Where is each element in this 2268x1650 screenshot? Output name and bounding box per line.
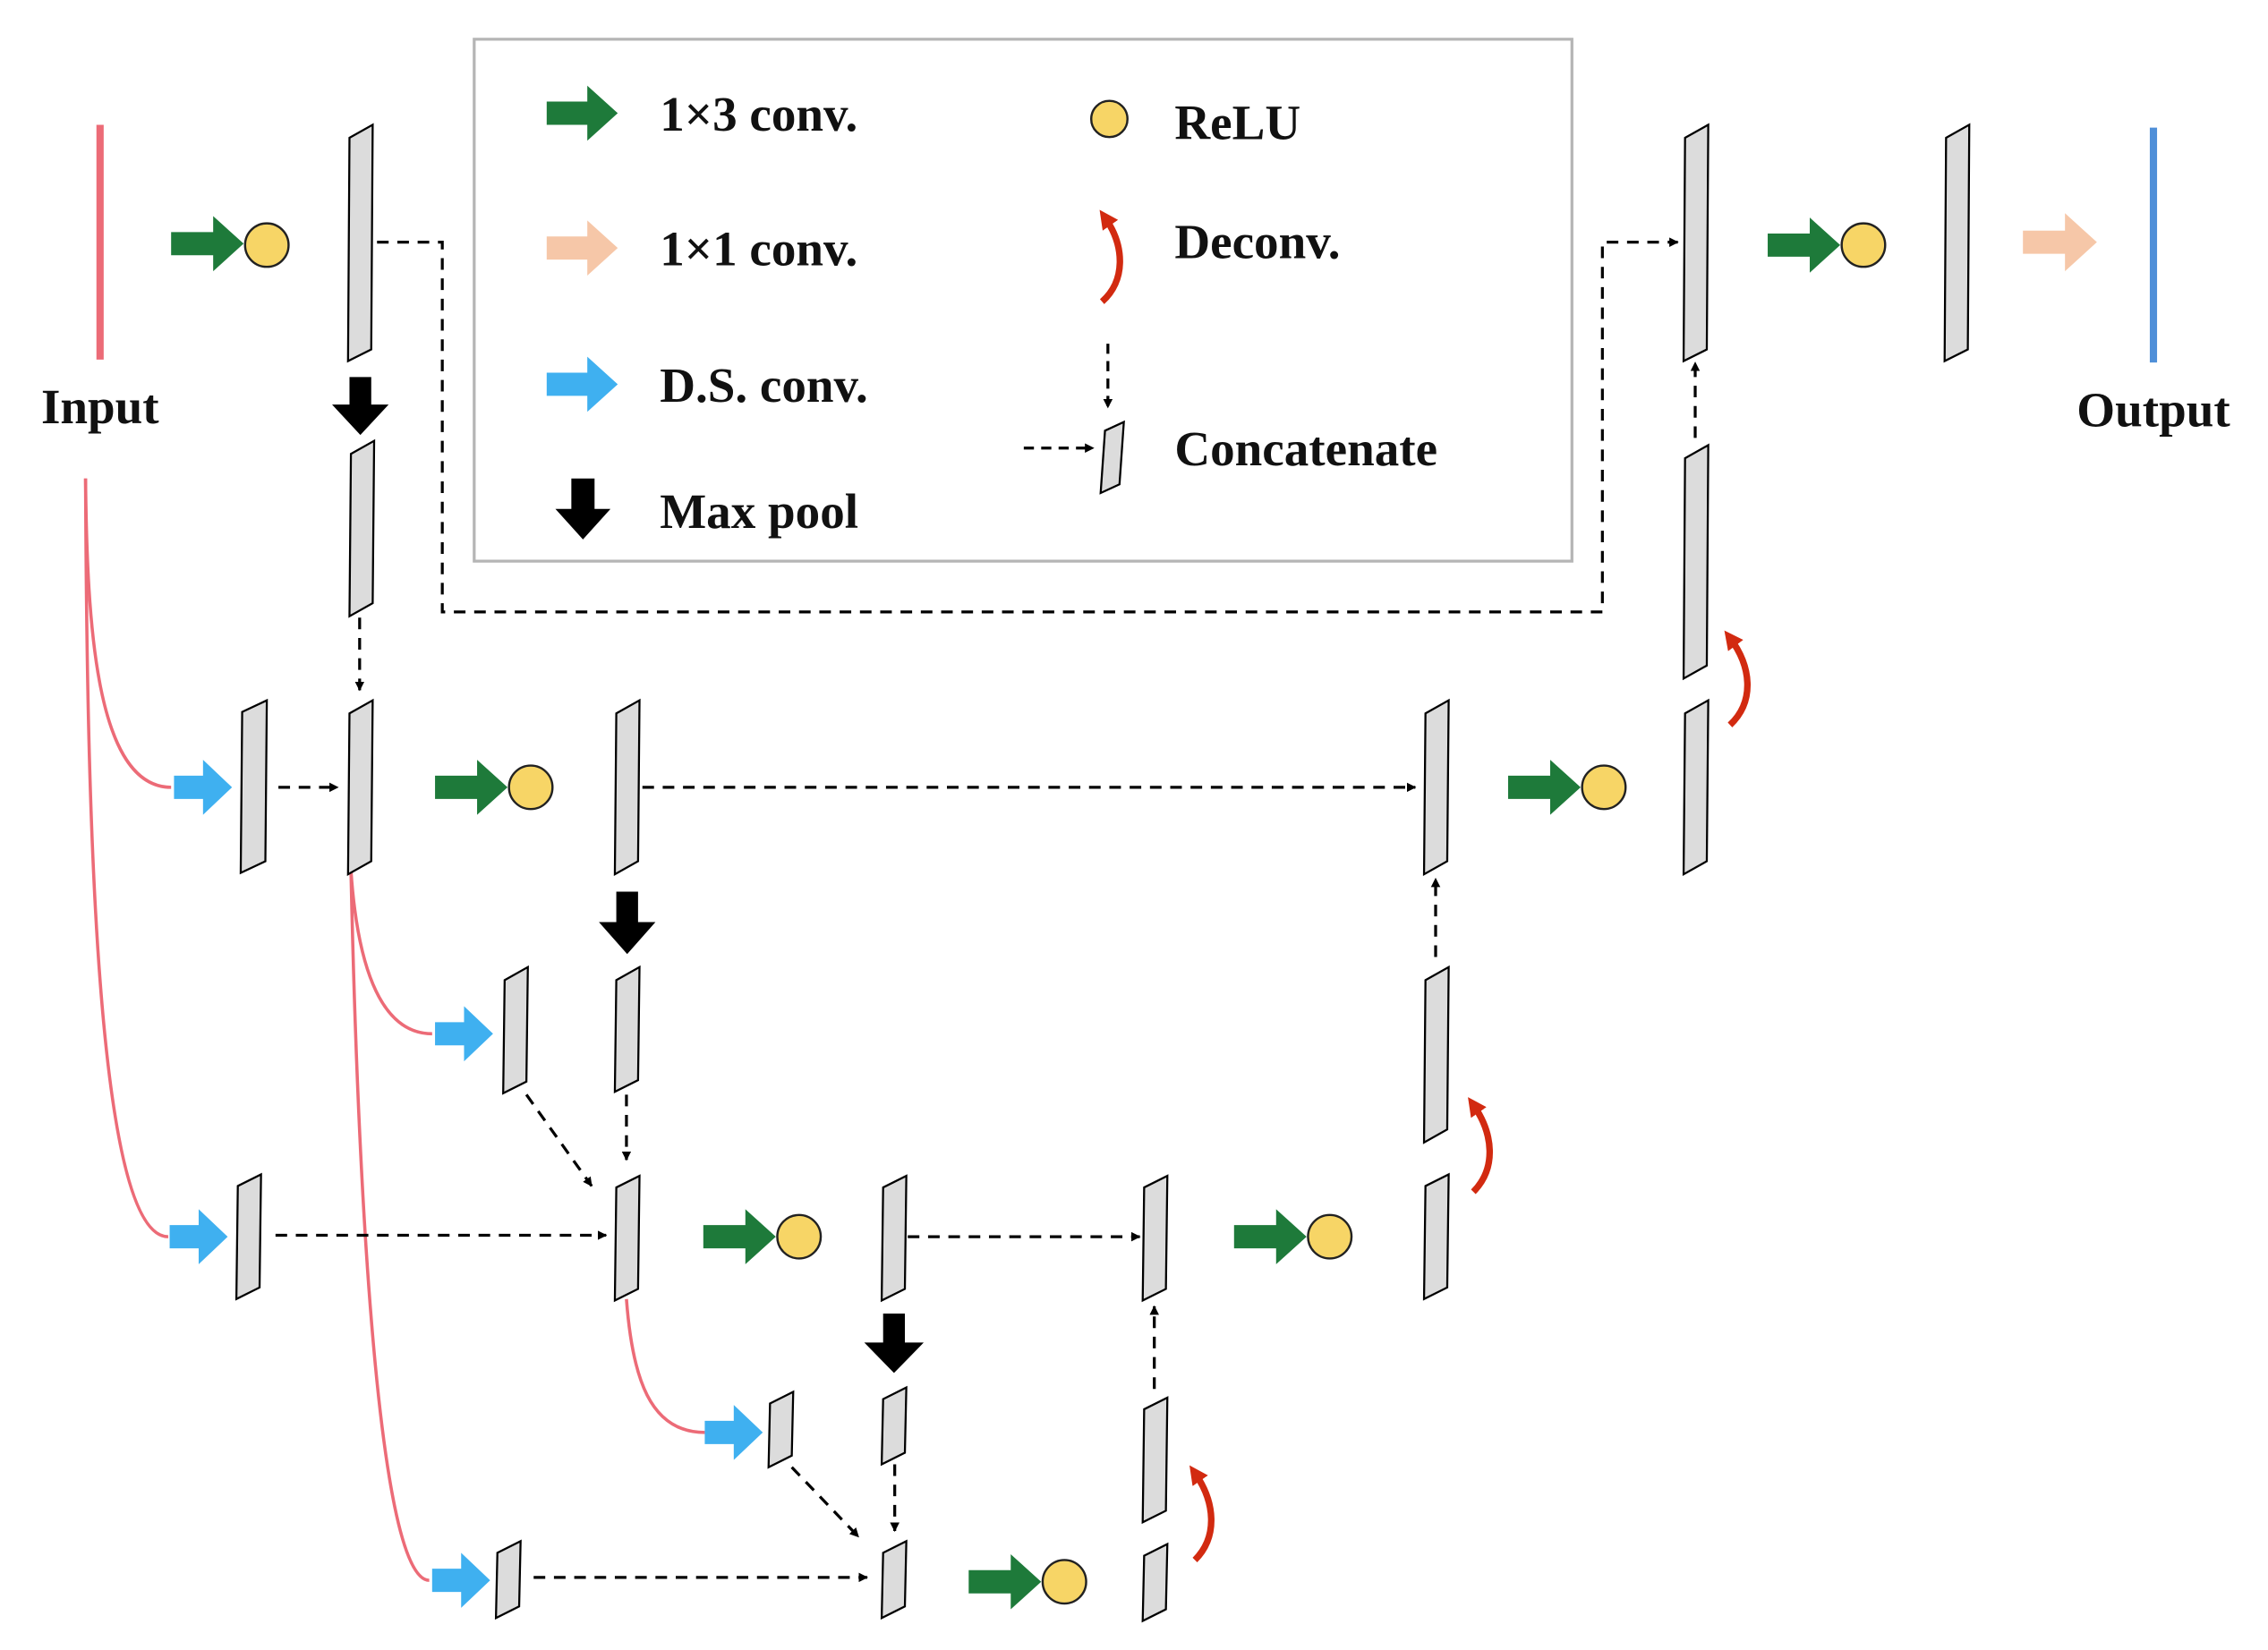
green-arrow-icon	[435, 760, 508, 815]
green-arrow-icon	[1233, 1209, 1307, 1264]
skip-curve	[349, 870, 430, 1582]
green-arrow-icon	[968, 1553, 1042, 1610]
feature-block	[234, 1172, 262, 1301]
peach-arrow-icon	[546, 220, 618, 276]
conv-relu-units	[171, 216, 1887, 1610]
concat-arrow	[790, 1466, 860, 1538]
long-skip-connection	[377, 237, 1679, 614]
feature-block	[502, 965, 529, 1095]
skip-curve	[83, 478, 169, 1238]
yellow-circle-icon	[1307, 1213, 1353, 1260]
red-curved-arrow-icon	[1189, 1465, 1215, 1563]
legend-label: Concatenate	[1174, 421, 1437, 476]
yellow-circle-icon	[507, 764, 554, 811]
legend-label: Deconv.	[1174, 215, 1340, 269]
feature-block	[613, 698, 641, 877]
feature-block	[880, 1174, 908, 1303]
yellow-circle-icon	[243, 222, 290, 268]
feature-block	[613, 1174, 641, 1303]
feature-block	[1422, 1172, 1450, 1301]
feature-block	[348, 438, 376, 618]
maxpool-arrow-icon	[864, 1314, 925, 1374]
output-label: Output	[2076, 382, 2230, 437]
deconv-arrows	[1189, 630, 1751, 1563]
green-arrow-icon	[1768, 217, 1841, 273]
legend-label: Max pool	[660, 484, 858, 539]
feature-block	[1682, 698, 1710, 877]
feature-block	[239, 698, 269, 875]
feature-block	[1422, 965, 1450, 1144]
legend-label: 1×1 conv.	[660, 222, 857, 276]
yellow-circle-icon	[776, 1213, 823, 1260]
red-curved-arrow-icon	[1724, 630, 1751, 727]
dashed-arrow-block-icon	[1023, 344, 1125, 495]
feature-maps	[234, 123, 1971, 1623]
legend-item-conv11: 1×1 conv.	[546, 220, 857, 276]
concat-arrow	[524, 1093, 593, 1187]
red-curved-arrow-icon	[1099, 209, 1123, 304]
green-arrow-icon	[171, 216, 244, 272]
blue-arrow-icon	[431, 1552, 490, 1608]
feature-block	[1141, 1174, 1169, 1303]
skip-curve	[625, 1298, 705, 1434]
feature-block	[1141, 1396, 1169, 1525]
blue-arrow-icon	[174, 760, 233, 815]
yellow-circle-icon	[1041, 1559, 1087, 1605]
blue-arrow-icon	[435, 1006, 493, 1062]
green-arrow-icon	[1508, 760, 1582, 815]
feature-block	[346, 123, 374, 363]
legend-label: D.S. conv.	[660, 358, 868, 412]
legend-item-dsconv: D.S. conv.	[546, 356, 868, 412]
legend-item-maxpool: Max pool	[555, 478, 858, 540]
yellow-circle-icon	[1089, 99, 1129, 139]
feature-block	[1141, 1542, 1169, 1623]
skip-curves	[83, 478, 705, 1582]
concat-connectors	[275, 237, 1701, 1583]
yellow-circle-icon	[1581, 764, 1627, 811]
skip-curve	[83, 478, 172, 789]
feature-block	[1422, 698, 1450, 877]
legend: 1×3 conv. 1×1 conv. D.S. conv. Max pool …	[473, 38, 1573, 563]
red-curved-arrow-icon	[1468, 1097, 1493, 1195]
legend-item-conv13: 1×3 conv.	[546, 85, 857, 141]
maxpool-arrow-icon	[332, 377, 389, 436]
blue-arrow-icon	[546, 356, 618, 412]
legend-label: 1×3 conv.	[660, 87, 857, 141]
blue-arrow-icon	[169, 1209, 228, 1264]
feature-block	[880, 1539, 908, 1620]
feature-block	[767, 1390, 795, 1469]
feature-block	[1682, 443, 1710, 681]
feature-block	[1943, 123, 1971, 363]
feature-block	[1682, 123, 1710, 363]
peach-arrow-icon	[2023, 213, 2097, 272]
feature-block	[613, 965, 641, 1093]
maxpool-arrows	[332, 377, 925, 1374]
skip-curve	[349, 870, 432, 1036]
input-label: Input	[41, 379, 159, 434]
legend-item-relu: ReLU	[1089, 96, 1300, 150]
legend-item-concat: Concatenate	[1023, 344, 1437, 495]
feature-block	[494, 1539, 522, 1620]
green-arrow-icon	[703, 1209, 776, 1264]
blue-arrow-icon	[704, 1405, 763, 1460]
green-arrow-icon	[546, 85, 618, 141]
legend-item-deconv: Deconv.	[1099, 209, 1340, 304]
maxpool-arrow-icon	[599, 891, 656, 955]
yellow-circle-icon	[1840, 222, 1887, 268]
feature-block	[346, 698, 374, 877]
feature-block	[880, 1385, 908, 1467]
legend-box	[473, 38, 1573, 563]
ds-conv-arrows	[169, 760, 763, 1608]
legend-label: ReLU	[1174, 96, 1300, 150]
